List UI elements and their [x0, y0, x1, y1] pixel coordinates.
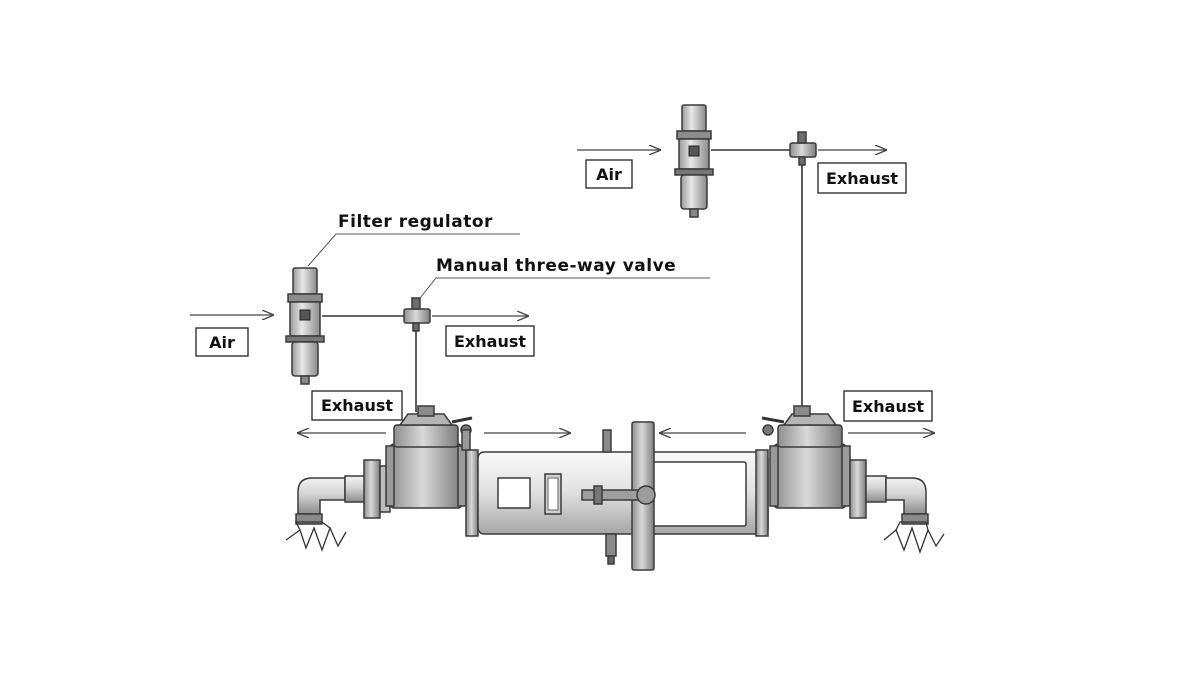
exhaust-label-left-actuator: Exhaust — [321, 396, 393, 415]
exhaust-label-right-actuator: Exhaust — [852, 397, 924, 416]
filter-regulator-left — [285, 267, 325, 385]
manual-valve-leader — [419, 277, 710, 299]
exhaust-box-right-actuator: Exhaust — [843, 390, 933, 422]
exhaust-box-right-valve: Exhaust — [817, 162, 907, 194]
exhaust-box-left-actuator: Exhaust — [311, 390, 403, 421]
actuated-valve-left — [385, 405, 473, 509]
exhaust-box-left-valve: Exhaust — [445, 325, 535, 357]
filter-regulator-label: Filter regulator — [338, 212, 493, 232]
air-box-left: Air — [195, 327, 249, 357]
filter-regulator-right — [674, 104, 714, 218]
air-box-right: Air — [585, 159, 633, 189]
actuated-valve-right — [761, 405, 851, 509]
filter-regulator-leader — [307, 233, 520, 267]
exhaust-label-left-valve: Exhaust — [454, 332, 526, 351]
exhaust-label-right-valve: Exhaust — [826, 169, 898, 188]
manual-three-way-valve-left — [403, 297, 431, 332]
manual-three-way-valve-right — [789, 131, 817, 166]
spray-icon-left — [285, 521, 347, 552]
spray-icon-right — [883, 521, 945, 554]
air-label-right: Air — [596, 165, 622, 184]
elbow-pipe-right — [849, 459, 929, 525]
strainer-body — [465, 421, 769, 571]
manual-valve-label: Manual three-way valve — [436, 256, 676, 276]
elbow-pipe-left — [295, 459, 391, 525]
air-label-left: Air — [209, 333, 235, 352]
